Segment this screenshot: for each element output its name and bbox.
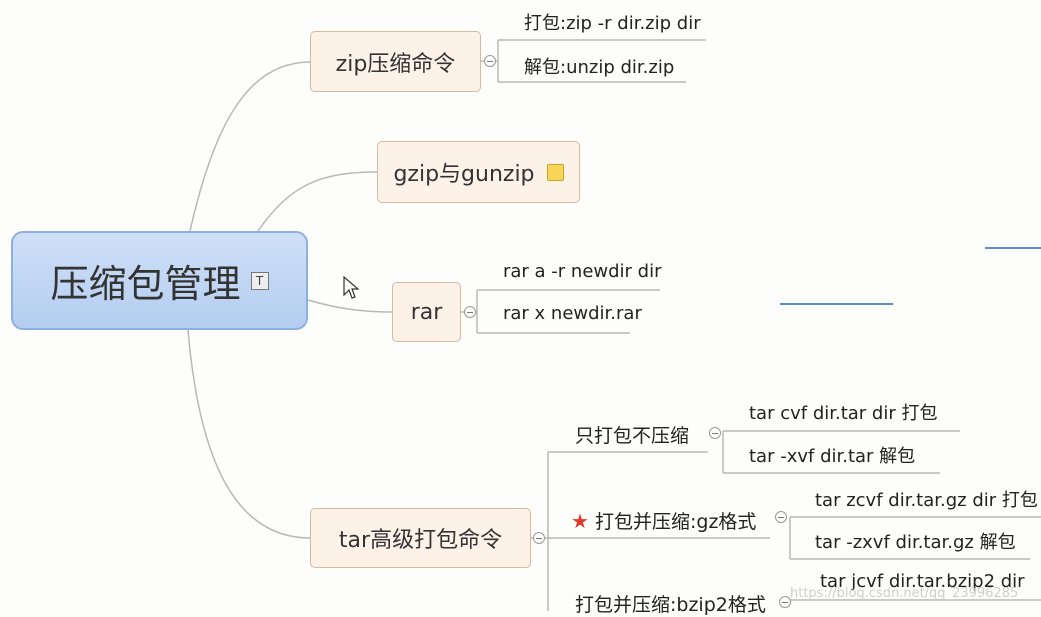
tar-leaf-zxvf[interactable]: tar -zxvf dir.tar.gz 解包 — [815, 532, 1016, 553]
collapse-zip-toggle-icon[interactable] — [484, 55, 496, 67]
topic-gzip[interactable]: gzip与gunzip — [377, 141, 580, 203]
tar-group-gz[interactable]: ★ 打包并压缩:gz格式 — [571, 507, 756, 534]
note-icon[interactable] — [546, 163, 564, 181]
collapse-gz-toggle-icon[interactable] — [775, 511, 787, 523]
watermark: https://blog.csdn.net/qq_23996285 — [790, 586, 1019, 601]
topic-zip[interactable]: zip压缩命令 — [310, 31, 481, 92]
tar-leaf-zcvf[interactable]: tar zcvf dir.tar.gz dir 打包 — [815, 490, 1038, 511]
tar-group-bzip2[interactable]: 打包并压缩:bzip2格式 — [575, 594, 766, 616]
topic-rar[interactable]: rar — [392, 282, 461, 342]
star-icon: ★ — [571, 509, 589, 533]
tar-leaf-xvf[interactable]: tar -xvf dir.tar 解包 — [749, 446, 916, 467]
rar-leaf-add[interactable]: rar a -r newdir dir — [503, 261, 662, 282]
topic-zip-label: zip压缩命令 — [335, 51, 456, 77]
collapse-bzip2-toggle-icon[interactable] — [779, 596, 791, 608]
rar-leaf-extract[interactable]: rar x newdir.rar — [503, 303, 642, 324]
root-topic[interactable]: 压缩包管理 T — [11, 231, 308, 330]
tar-group-gz-label: 打包并压缩:gz格式 — [594, 511, 757, 533]
text-note-icon[interactable]: T — [250, 271, 269, 290]
topic-tar[interactable]: tar高级打包命令 — [310, 508, 531, 568]
topic-tar-label: tar高级打包命令 — [338, 528, 503, 553]
topic-rar-label: rar — [410, 299, 443, 325]
tar-leaf-cvf[interactable]: tar cvf dir.tar dir 打包 — [749, 403, 938, 424]
mouse-cursor-icon — [343, 276, 359, 299]
collapse-tar-toggle-icon[interactable] — [533, 532, 545, 544]
zip-leaf-pack[interactable]: 打包:zip -r dir.zip dir — [524, 13, 701, 34]
topic-gzip-label: gzip与gunzip — [393, 162, 535, 187]
zip-leaf-unpack[interactable]: 解包:unzip dir.zip — [524, 57, 675, 78]
collapse-archive-only-toggle-icon[interactable] — [709, 427, 721, 439]
collapse-rar-toggle-icon[interactable] — [464, 306, 476, 318]
tar-leaf-jcvf[interactable]: tar jcvf dir.tar.bzip2 dir — [820, 571, 1025, 592]
tar-group-archive-only[interactable]: 只打包不压缩 — [575, 425, 690, 447]
root-topic-label: 压缩包管理 — [50, 262, 241, 306]
